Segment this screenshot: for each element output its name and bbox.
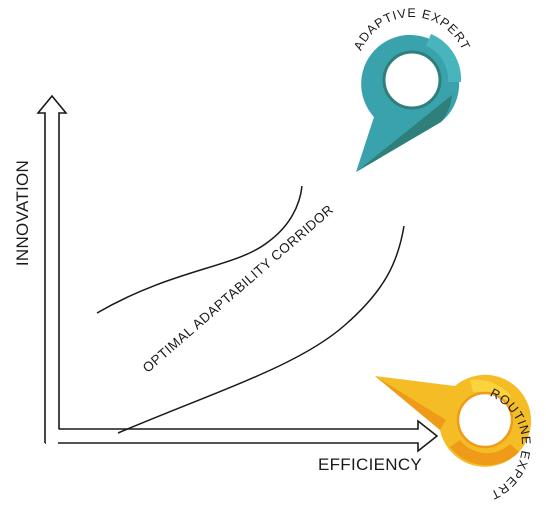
x-axis-arrow xyxy=(45,419,439,453)
y-axis-arrow xyxy=(36,94,68,443)
adaptive-pin-hole xyxy=(382,50,442,110)
adaptive-expert-pin-icon xyxy=(356,34,462,172)
routine-pin-shade xyxy=(375,376,446,430)
routine-pin-rim xyxy=(450,440,519,466)
corridor-upper-curve xyxy=(96,185,303,314)
corridor-label: OPTIMAL ADAPTABILITY CORRIDOR xyxy=(140,202,337,376)
routine-expert-pin-icon xyxy=(375,374,532,467)
adaptive-pin-shade xyxy=(356,95,452,172)
y-axis-label: INNOVATION xyxy=(13,160,32,266)
axes xyxy=(36,94,439,453)
x-axis-label: EFFICIENCY xyxy=(318,455,422,474)
routine-pin-hole xyxy=(456,391,514,449)
adaptive-pin-highlight xyxy=(426,34,462,82)
corridor-lower-curve xyxy=(117,225,405,434)
